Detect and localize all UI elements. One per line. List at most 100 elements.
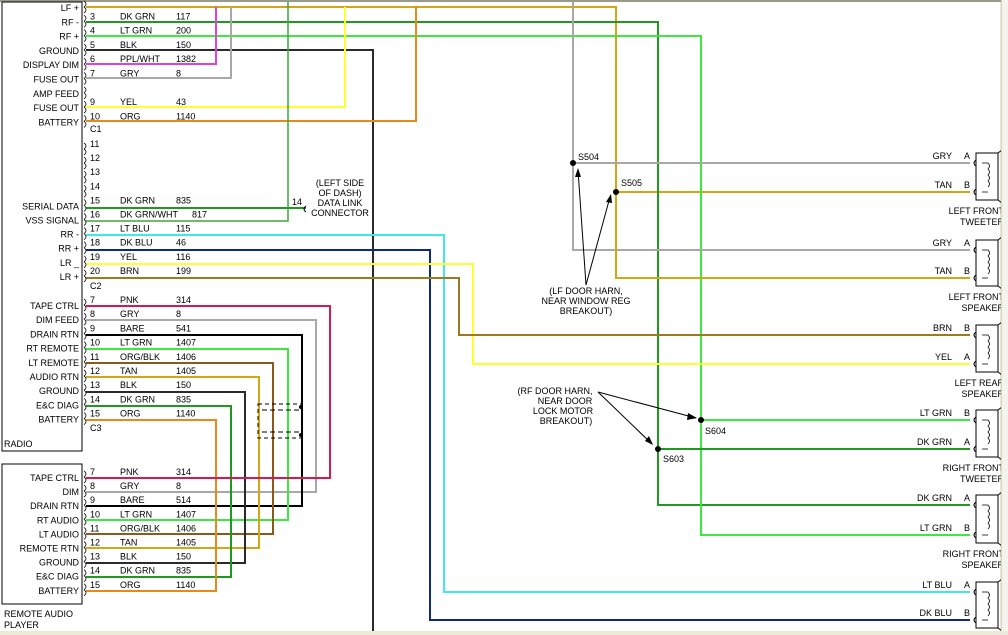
speaker-name-line-2: TWEETER <box>960 474 1004 484</box>
lf-note-line-1: (LF DOOR HARN, <box>549 286 623 296</box>
terminal-icon <box>83 512 87 526</box>
c2-pin-number: 20 <box>90 266 100 276</box>
c3-pin-name: TAPE CTRL <box>30 301 79 311</box>
speaker-coil-icon <box>982 334 990 365</box>
c1-circuit-number: 1382 <box>176 54 196 64</box>
rap-pin-number: 13 <box>90 552 100 562</box>
terminal-icon <box>83 470 87 484</box>
dlc-note-line-1: (LEFT SIDE <box>316 178 364 188</box>
terminal-icon <box>83 227 87 240</box>
terminal-icon <box>83 269 87 283</box>
rap-pin-name: TAPE CTRL <box>30 473 79 483</box>
wire-rr-plus-dkblu <box>86 249 970 621</box>
c2-pin-name: RR - <box>61 230 80 240</box>
c3-circuit-number: 1140 <box>176 409 195 419</box>
speaker-coil-icon <box>982 249 990 279</box>
c3-pin-name: E&C DIAG <box>36 400 79 410</box>
rap-wire-color: ORG <box>120 580 141 590</box>
terminal-icon <box>83 0 87 14</box>
lf-note-line-2: NEAR WINDOW REG <box>542 296 631 306</box>
speaker-name-line-2: SPEAKER <box>961 389 1004 399</box>
terminal-icon <box>83 312 87 326</box>
speaker-name-line-2: TWEETER <box>960 217 1004 227</box>
c3-pin-number: 15 <box>90 409 100 419</box>
c3-circuit-number: 1407 <box>176 338 196 348</box>
c3-pin-name: DRAIN RTN <box>30 329 79 339</box>
rap-pin-number: 14 <box>90 566 100 576</box>
rap-circuit-number: 314 <box>176 467 191 477</box>
rap-pin-name: GROUND <box>39 558 79 568</box>
speaker-body <box>975 494 999 544</box>
c1-pin-name: AMP FEED <box>33 89 79 99</box>
wire-lr-plus-brn <box>86 277 970 336</box>
speaker-name-line-1: LEFT FRONT <box>949 206 1005 216</box>
speaker-wire-color: TAN <box>935 266 952 276</box>
c3-pin-number: 13 <box>90 380 100 390</box>
speaker-terminal-letter: A <box>964 493 970 503</box>
rf-note-line-1: (RF DOOR HARN, <box>518 386 593 396</box>
data-link-connector: 14 (LEFT SIDE OF DASH) DATA LINK CONNECT… <box>292 178 369 218</box>
dlc-terminal-icon <box>303 205 307 213</box>
c1-pin-name: FUSE OUT <box>33 103 79 113</box>
c2-circuit-number: 835 <box>176 195 191 205</box>
c1-wire-color: GRY <box>120 69 139 79</box>
c2-pin-name: SERIAL DATA <box>22 201 79 211</box>
speaker-terminal-icon <box>973 360 977 368</box>
splices: S504 S505 S604 S603 <box>570 152 726 464</box>
wire-loop-dkgrn <box>86 405 232 578</box>
c3-pin-name: DIM FEED <box>36 315 80 325</box>
wires-group <box>86 2 970 632</box>
terminal-icon <box>83 241 87 255</box>
c1-pin-name: LF + <box>61 3 79 13</box>
terminal-icon <box>83 57 87 71</box>
radio-label: RADIO <box>4 439 33 449</box>
rap-pin-number: 9 <box>90 495 95 505</box>
terminal-icon <box>83 142 87 156</box>
speaker-body <box>975 152 999 201</box>
c1-circuit-number: 200 <box>176 26 191 36</box>
c1-wire-color: YEL <box>120 97 137 107</box>
speaker-body <box>975 581 999 629</box>
c1-wire-color: BLK <box>120 40 137 50</box>
speaker-coil-icon <box>982 591 990 621</box>
c3-pin-name: AUDIO RTN <box>30 372 79 382</box>
c3-circuit-number: 1406 <box>176 352 196 362</box>
c1-pin-row: LF + <box>61 0 87 14</box>
wire-lf-plus-tan <box>86 6 970 193</box>
c3-pin-name: BATTERY <box>38 415 79 425</box>
c2-pin-row: 14 <box>83 181 100 198</box>
splice-s604-label: S604 <box>705 426 726 436</box>
remote-audio-player-label-1: REMOTE AUDIO <box>4 609 73 619</box>
c3-circuit-number: 835 <box>176 394 191 404</box>
c2-pin-row: 11 <box>83 139 99 156</box>
c2-wire-color: DK GRN <box>120 195 155 205</box>
terminal-icon <box>83 298 87 312</box>
c3-wire-color: TAN <box>120 366 137 376</box>
c3-wire-color: DK GRN <box>120 394 155 404</box>
rap-wire-color: BARE <box>120 495 145 505</box>
speaker-terminal-icon <box>973 416 977 424</box>
c1-pin-number: 3 <box>90 11 95 21</box>
lf-note-line-3: BREAKOUT) <box>560 306 613 316</box>
terminal-icon <box>83 355 87 369</box>
c3-wire-color: ORG <box>120 409 141 419</box>
c3-wire-color: LT GRN <box>120 338 152 348</box>
terminal-icon <box>83 398 87 411</box>
speaker-terminal-letter: B <box>964 608 970 618</box>
shield-dashed-box <box>257 403 303 439</box>
speaker-terminal-icon <box>973 501 977 509</box>
c3-wire-color: PNK <box>120 295 139 305</box>
speaker-name-line-1: LEFT FRONT <box>949 292 1005 302</box>
dlc-note-line-2: OF DASH) <box>318 188 361 198</box>
rap-pin-name: REMOTE RTN <box>20 544 79 554</box>
speaker-wire-color: LT GRN <box>920 408 952 418</box>
c3-wire-color: BLK <box>120 380 137 390</box>
